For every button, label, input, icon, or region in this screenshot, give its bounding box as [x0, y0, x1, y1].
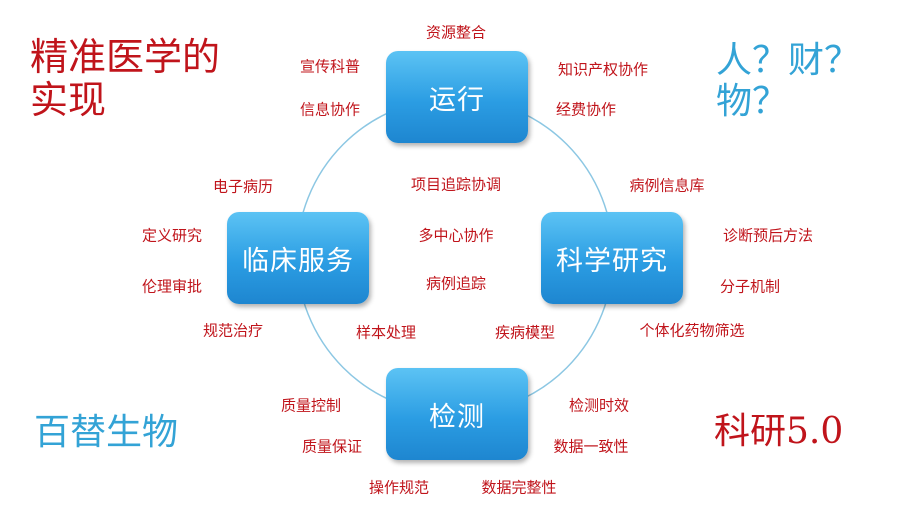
node-clinical-service: 临床服务 [227, 212, 369, 304]
label-sample-processing: 样本处理 [355, 323, 417, 342]
label-ethics-approval: 伦理审批 [141, 277, 203, 296]
label-emr: 电子病历 [212, 177, 274, 196]
label-disease-model: 疾病模型 [494, 323, 556, 342]
label-drug-screening: 个体化药物筛选 [639, 321, 745, 340]
node-testing: 检测 [386, 368, 528, 460]
label-standard-treatment: 规范治疗 [202, 321, 264, 340]
label-quality-control: 质量控制 [280, 396, 342, 415]
title-people-money-things: 人？财？物？ [716, 40, 861, 123]
label-publicity: 宣传科普 [299, 57, 361, 76]
label-funding-collab: 经费协作 [555, 100, 617, 119]
node-scientific-research: 科学研究 [541, 212, 683, 304]
label-case-database: 病例信息库 [629, 176, 705, 195]
label-test-timeliness: 检测时效 [568, 396, 630, 415]
title-research-version: 科研5.0 [714, 411, 844, 452]
label-data-integrity: 数据完整性 [481, 478, 557, 497]
label-ip-collab: 知识产权协作 [557, 60, 649, 79]
label-diagnosis-prognosis: 诊断预后方法 [722, 226, 814, 245]
label-data-consistency: 数据一致性 [553, 437, 629, 456]
label-project-tracking: 项目追踪协调 [410, 175, 502, 194]
label-info-collab: 信息协作 [299, 100, 361, 119]
node-operation: 运行 [386, 51, 528, 143]
label-resource-integration: 资源整合 [425, 23, 487, 42]
label-molecular-mechanism: 分子机制 [719, 277, 781, 296]
label-define-research: 定义研究 [141, 226, 203, 245]
title-precision-medicine: 精准医学的实现 [30, 35, 221, 122]
label-multicenter: 多中心协作 [418, 226, 494, 245]
title-company-name: 百替生物 [34, 412, 179, 453]
label-quality-assurance: 质量保证 [301, 437, 363, 456]
label-case-tracking: 病例追踪 [425, 274, 487, 293]
label-sop: 操作规范 [368, 478, 430, 497]
